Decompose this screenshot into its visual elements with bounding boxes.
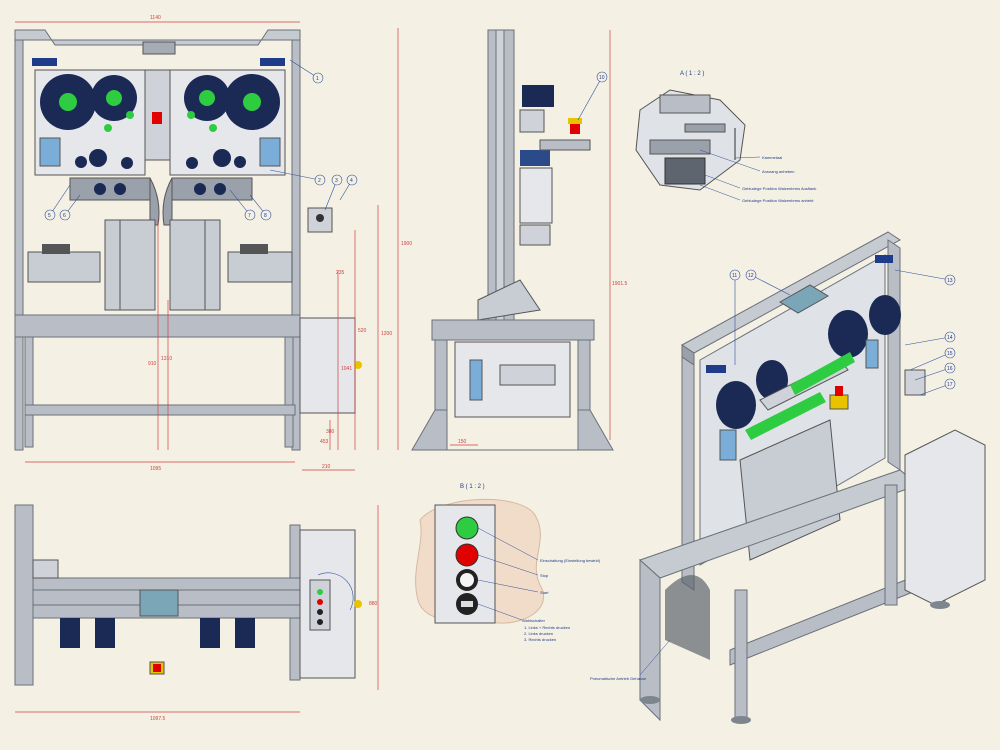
dim-right2: 1200 xyxy=(381,331,392,337)
detail-b-switch-line: 1. Links + Rechts drucken xyxy=(524,625,570,630)
dim-mid3: 520 xyxy=(358,328,367,334)
dim-side-height: 1901.5 xyxy=(612,281,628,287)
detail-a-note: Gebiudege Position Walzenbrms anhebt xyxy=(742,198,814,203)
dim-top: 1140 xyxy=(150,15,161,21)
isometric-view: 11 12 13 14 15 16 17 Pneumatische Antrie… xyxy=(590,231,986,724)
dim-mid1: 235 xyxy=(336,270,345,276)
balloon-label: 17 xyxy=(947,382,953,388)
balloon-label: 2 xyxy=(318,178,321,184)
balloon-label: 12 xyxy=(748,273,754,279)
dim-low1: 453 xyxy=(320,439,329,445)
detail-a-note: Ansnang anheben xyxy=(762,169,794,174)
dim-mid2: 910 xyxy=(148,361,157,367)
dim-side-width: 150 xyxy=(458,439,467,445)
brand-label-left xyxy=(32,58,57,66)
green-button-icon xyxy=(455,516,479,540)
detail-a-title: A ( 1 : 2 ) xyxy=(680,71,704,77)
balloon-label: 7 xyxy=(248,213,251,219)
balloon-label: 1 xyxy=(316,76,319,82)
dim-bottom: 1095 xyxy=(150,466,161,472)
detail-b-note: Start xyxy=(540,590,549,595)
emergency-stop-icon xyxy=(152,112,162,124)
top-view: 1097.5 880 xyxy=(14,504,379,722)
detail-a-note: Kammetaal xyxy=(762,155,782,160)
dim-top-right: 880 xyxy=(369,601,378,607)
balloon-label: 3 xyxy=(335,178,338,184)
brand-label-right xyxy=(260,58,285,66)
balloon-label: 10 xyxy=(599,75,605,81)
detail-b-switch-line: 3. Rechts drucken xyxy=(524,637,556,642)
dim-right1: 1900 xyxy=(401,241,412,247)
detail-b-title: B ( 1 : 2 ) xyxy=(460,484,485,490)
dim-mid4: 1310 xyxy=(161,356,172,362)
dim-mid5: 380 xyxy=(326,429,335,435)
iso-note: Pneumatische Antrieb Gehause xyxy=(590,676,647,681)
side-view: 1901.5 150 10 xyxy=(411,29,628,451)
balloon-label: 16 xyxy=(947,366,953,372)
balloon-label: 6 xyxy=(63,213,66,219)
detail-a-note: Gebiudege Position Walzenbrms Ausflank xyxy=(742,186,816,191)
dim-top-width: 1097.5 xyxy=(150,716,166,722)
dim-low2: 210 xyxy=(322,464,331,470)
balloon-label: 11 xyxy=(732,273,737,279)
detail-b-switch-line: 2. Links drucken xyxy=(524,631,553,636)
detail-b-view: B ( 1 : 2 ) Einschaltung (Einstellung be… xyxy=(415,484,601,642)
balloon-label: 13 xyxy=(947,278,953,284)
detail-b-note: Einschaltung (Einstellung bewirkt) xyxy=(540,558,601,563)
balloon-label: 15 xyxy=(947,351,953,357)
detail-b-note: Stop xyxy=(540,573,549,578)
balloon-label: 5 xyxy=(48,213,51,219)
red-button-icon xyxy=(455,543,479,567)
balloon-label: 14 xyxy=(947,335,953,341)
balloon-label: 4 xyxy=(350,178,353,184)
detail-b-switch-title: Wahlschalter xyxy=(522,618,546,623)
detail-a-view: A ( 1 : 2 ) Kammetaal Ansnang anheben Ge… xyxy=(635,71,816,203)
front-view: 1140 1095 1900 1200 1041 235 910 520 131… xyxy=(14,15,412,472)
balloon-label: 8 xyxy=(264,213,267,219)
dim-right3: 1041 xyxy=(341,366,352,372)
